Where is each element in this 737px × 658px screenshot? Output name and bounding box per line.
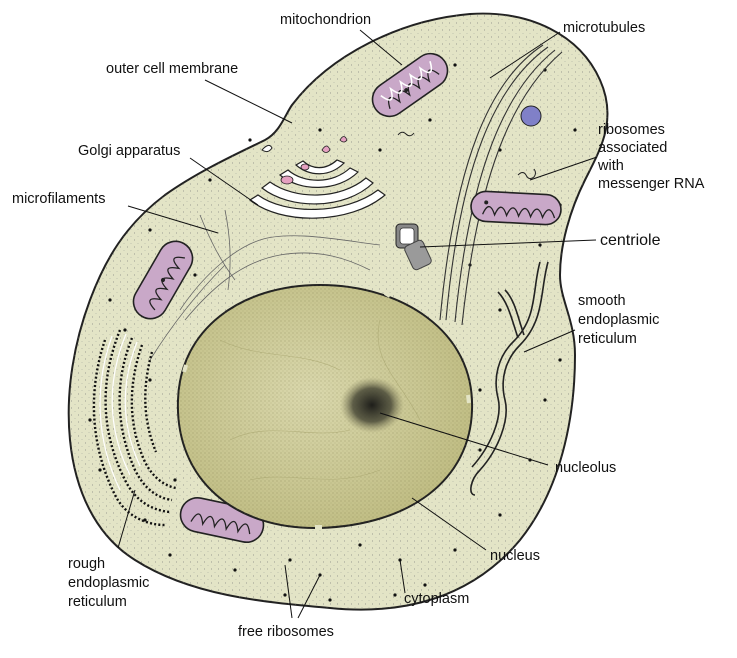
smooth-endoplasmic-reticulum <box>470 261 549 496</box>
centriole-shape <box>395 223 432 271</box>
rough-er-cisternae <box>99 333 141 491</box>
label-smooth-er: smooth endoplasmic reticulum <box>578 293 663 347</box>
label-ribosomes-associated: ribosomes associated with messenger RNA <box>597 122 705 192</box>
microtubules <box>439 44 563 326</box>
label-nucleus: nucleus <box>490 548 540 564</box>
label-free-ribosomes: free ribosomes <box>238 624 334 640</box>
label-cytoplasm: cytoplasm <box>404 591 469 607</box>
golgi-apparatus <box>248 136 386 219</box>
membrane-pore <box>261 144 273 153</box>
rough-endoplasmic-reticulum <box>92 329 177 527</box>
label-rough-er: rough endoplasmic reticulum <box>68 556 153 610</box>
nucleus-shape <box>176 283 474 530</box>
nucleolus-shape <box>340 377 404 433</box>
label-golgi-apparatus: Golgi apparatus <box>78 143 180 159</box>
mitochondrion-top <box>371 52 449 118</box>
free-ribosome-dots <box>88 63 577 602</box>
label-nucleolus: nucleolus <box>555 460 616 476</box>
polyribosome <box>397 131 536 180</box>
label-microtubules: microtubules <box>563 20 645 36</box>
leader-lines <box>117 29 598 619</box>
label-mitochondrion: mitochondrion <box>280 12 371 28</box>
mitochondrion-left <box>132 240 194 320</box>
mitochondrion-right <box>470 190 562 226</box>
label-outer-cell-membrane: outer cell membrane <box>106 61 238 77</box>
label-centriole: centriole <box>600 232 661 249</box>
label-microfilaments: microfilaments <box>12 191 105 207</box>
microfilaments <box>149 209 381 361</box>
lysosome-vesicle <box>520 105 542 127</box>
